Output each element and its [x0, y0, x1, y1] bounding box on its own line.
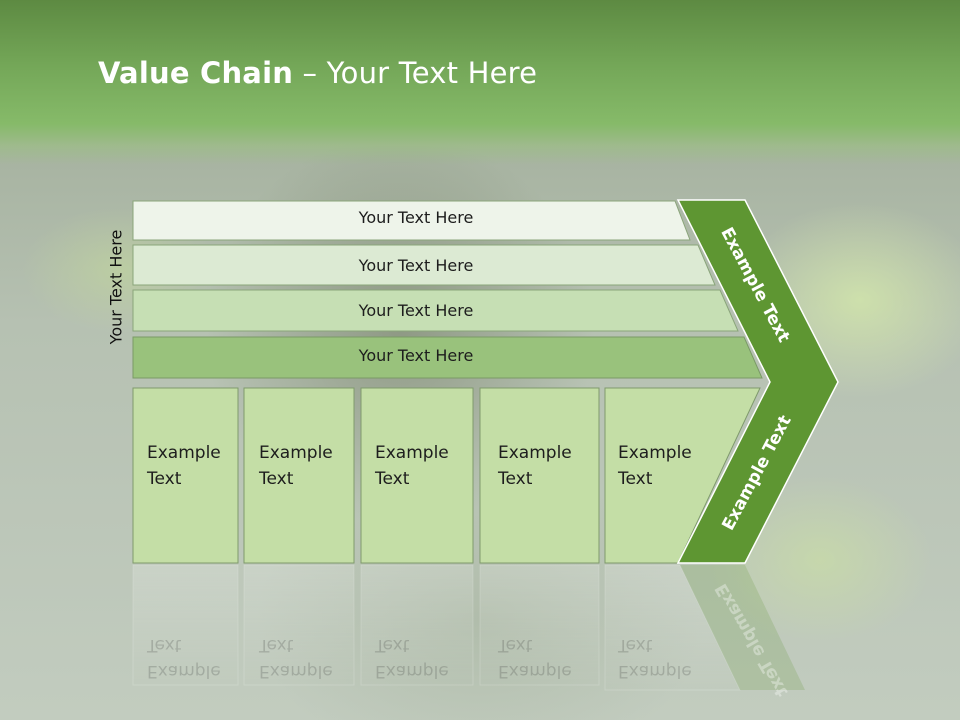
chevron-arrow	[676, 199, 839, 564]
column-2-reflection: Example Text	[259, 635, 333, 681]
bar-3-label: Your Text Here	[358, 301, 474, 320]
column-1-reflection: Example Text	[147, 635, 221, 681]
bar-4	[132, 336, 763, 379]
slide-title: Value Chain – Your Text Here	[98, 56, 537, 90]
column-2-text: Example Text	[259, 443, 333, 489]
column-3	[360, 387, 474, 564]
column-4-reflection: Example Text	[498, 635, 572, 681]
column-1-text: Example Text	[147, 443, 221, 489]
bar-4-label: Your Text Here	[358, 346, 474, 365]
column-5-reflection: Example Text	[618, 635, 692, 681]
diagram-reflection	[132, 564, 805, 691]
column-3-reflection: Example Text	[375, 635, 449, 681]
bar-2-label: Your Text Here	[358, 256, 474, 275]
bar-2	[132, 244, 716, 286]
bar-3	[132, 289, 739, 332]
column-1	[132, 387, 239, 564]
column-4	[479, 387, 600, 564]
bar-1	[132, 200, 691, 241]
column-5-text: Example Text	[618, 443, 692, 489]
title-rest: – Your Text Here	[293, 56, 538, 90]
bar-1-label: Your Text Here	[358, 208, 474, 227]
title-banner	[0, 0, 960, 165]
column-2	[243, 387, 355, 564]
title-bold: Value Chain	[98, 56, 294, 90]
column-4-text: Example Text	[498, 443, 572, 489]
column-3-text: Example Text	[375, 443, 449, 489]
